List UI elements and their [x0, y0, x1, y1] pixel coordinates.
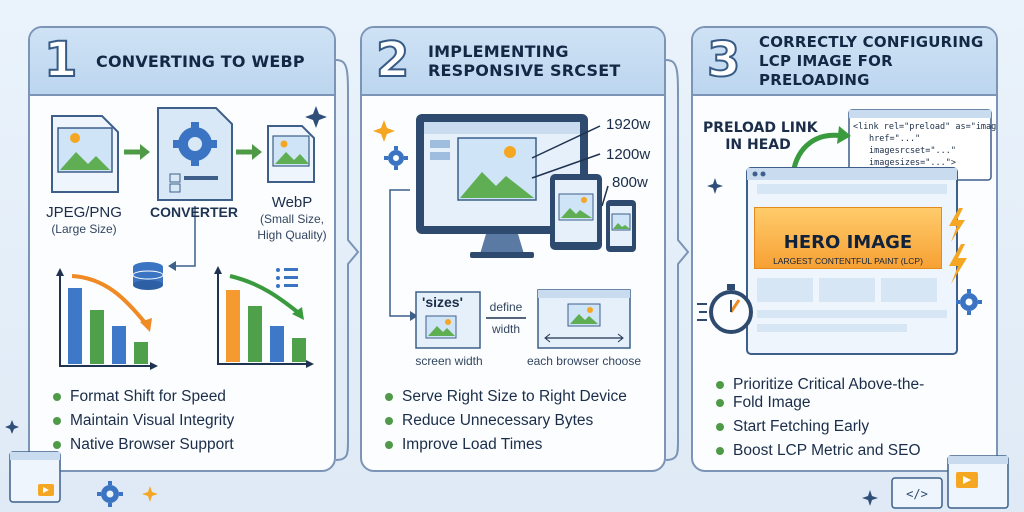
converter-label: CONVERTER: [150, 204, 238, 220]
step-number: 2: [375, 31, 410, 89]
size-before-chart: [56, 268, 158, 370]
lightning-icon: [949, 208, 965, 242]
step-1-panel: 1 CONVERTING TO WEBP: [28, 26, 336, 472]
hero-image-title: HERO IMAGE: [783, 232, 913, 253]
sparkle-icon: [373, 120, 395, 142]
bullet-item: Format Shift for Speed: [53, 388, 226, 405]
converter-icon: [157, 107, 233, 201]
bullet-item: Improve Load Times: [384, 436, 543, 453]
browser-mini-icon: [9, 451, 61, 503]
bullet-item: Maintain Visual Integrity: [52, 412, 235, 429]
hero-image-subtitle: LARGEST CONTENTFUL PAINT (LCP): [773, 256, 923, 266]
gear-icon: [97, 481, 123, 507]
sparkle-icon: [5, 420, 19, 434]
phone-device: [606, 200, 636, 252]
bullet-item: Boost LCP Metric and SEO: [716, 442, 921, 459]
play-window-icon: [947, 455, 1009, 509]
output-sub-1: (Small Size,: [259, 212, 324, 226]
input-size-label: (Large Size): [51, 222, 117, 236]
step-number: 1: [43, 31, 78, 89]
sparkle-icon: [707, 178, 723, 194]
width-label: width: [491, 322, 520, 336]
preload-label-1: PRELOAD LINK: [703, 120, 818, 136]
step-2-illustration: [373, 114, 636, 349]
preload-label-2: IN HEAD: [725, 137, 791, 153]
output-format-label: WebP: [271, 194, 313, 211]
input-format-label: JPEG/PNG: [46, 204, 122, 221]
sizes-label: 'sizes': [422, 294, 463, 310]
sparkle-icon: [862, 490, 878, 506]
code-icon: </>: [891, 477, 943, 509]
image-file-icon: [51, 115, 119, 193]
bullet-item: Serve Right Size to Right Device: [385, 388, 627, 405]
stopwatch-icon: [697, 284, 753, 334]
step-number: 3: [706, 31, 741, 89]
size-after-chart: [214, 266, 314, 368]
bullet-item: Prioritize Critical Above-the-: [715, 376, 925, 393]
screen-width-label: screen width: [415, 354, 483, 368]
svg-text:</>: </>: [906, 487, 928, 501]
webp-file-icon: [267, 125, 315, 183]
browser-window: [746, 167, 958, 355]
width-1920: 1920w: [606, 116, 651, 133]
step-1-illustration: [51, 106, 327, 370]
flow-connector: [665, 59, 690, 461]
bullet-item: Start Fetching Early: [715, 418, 870, 435]
lightning-icon: [949, 244, 967, 284]
output-sub-2: High Quality): [257, 228, 327, 242]
bullet-item: Reduce Unnecessary Bytes: [384, 412, 594, 429]
flow-connector: [335, 59, 360, 461]
width-800: 800w: [612, 174, 648, 191]
gear-icon: [956, 289, 982, 315]
step-1-header: 1 CONVERTING TO WEBP: [30, 28, 334, 96]
gear-icon: [384, 146, 408, 170]
browser-choose-label: each browser choose: [526, 354, 642, 368]
sparkle-icon: [305, 106, 327, 128]
bullet-continuation: Fold Image: [716, 394, 811, 411]
sparkle-icon: [142, 486, 158, 502]
width-1200: 1200w: [606, 146, 651, 163]
bullet-item: Native Browser Support: [53, 436, 234, 453]
step-3-illustration: [697, 109, 992, 355]
database-icon: [132, 262, 164, 290]
step-title: CONVERTING TO WEBP: [96, 51, 305, 71]
code-snippet: <link rel="preload" as="image" href="...…: [853, 122, 998, 168]
tablet-device: [550, 174, 602, 250]
define-label: define: [489, 300, 523, 314]
